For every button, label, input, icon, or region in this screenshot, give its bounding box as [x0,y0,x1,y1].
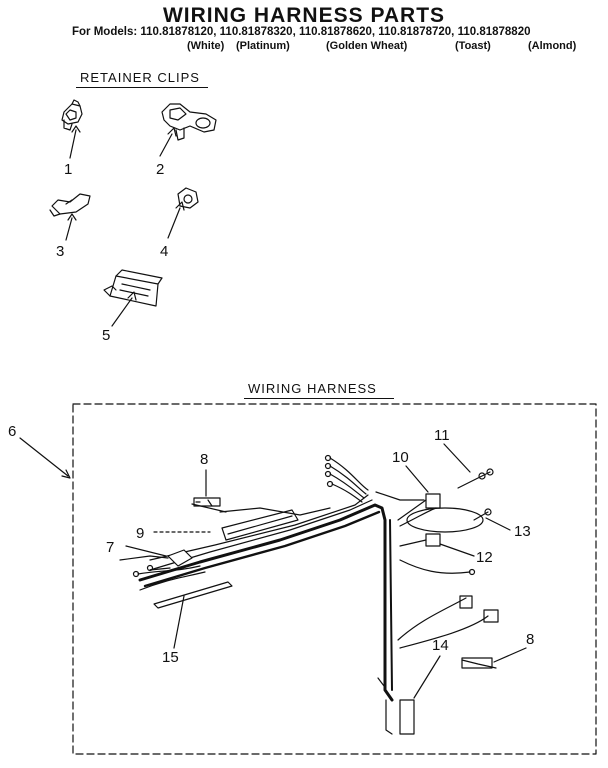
color-toast: (Toast) [455,40,491,52]
part-numbers: 1 2 3 4 5 6 7 8 9 10 11 12 13 14 15 8 [8,161,534,666]
part-number-8-right: 8 [526,631,534,648]
models-line: For Models: 110.81878120, 110.81878320, … [72,26,531,38]
part-number-2: 2 [156,161,164,178]
part-number-9: 9 [136,525,144,542]
section-wiring-harness: WIRING HARNESS [248,381,377,396]
section-retainer-clips: RETAINER CLIPS [80,70,200,85]
part-number-14: 14 [432,637,449,654]
harness-boundary-box [72,403,597,755]
part-number-15: 15 [162,649,179,666]
retainer-clips-underline [76,87,208,88]
part-number-3: 3 [56,243,64,260]
wiring-harness-underline [244,398,394,399]
retainer-clip-2 [161,103,217,141]
part-number-4: 4 [160,243,168,260]
part-number-1: 1 [64,161,72,178]
part-number-6: 6 [8,423,16,440]
part-number-12: 12 [476,549,493,566]
part-number-10: 10 [392,449,409,466]
part-number-8: 8 [200,451,208,468]
page-title: WIRING HARNESS PARTS [162,4,446,27]
part-number-5: 5 [102,327,110,344]
part-number-13: 13 [514,523,531,540]
color-platinum: (Platinum) [236,40,290,52]
retainer-clip-4 [177,187,199,209]
color-golden-wheat: (Golden Wheat) [326,40,408,52]
retainer-clip-3 [49,193,91,217]
color-almond: (Almond) [528,40,577,52]
retainer-clip-1 [61,99,83,131]
part-number-7: 7 [106,539,114,556]
part-number-11: 11 [434,427,450,444]
retainer-clip-5 [103,269,163,307]
color-white: (White) [187,40,225,52]
